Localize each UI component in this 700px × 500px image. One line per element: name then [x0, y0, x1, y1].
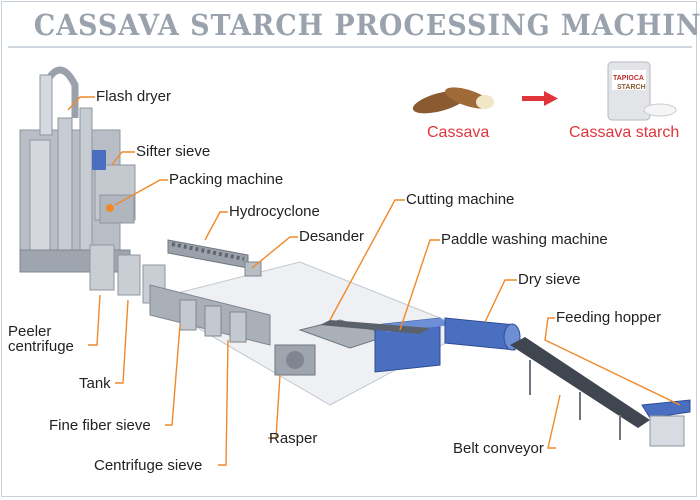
- tank-label: Tank: [79, 375, 111, 392]
- sieve-row: [149, 284, 271, 346]
- page-title: CASSAVA STARCH PROCESSING MACHINE: [33, 8, 700, 42]
- feeding-hopper-label: Feeding hopper: [556, 309, 662, 326]
- rasper-label: Rasper: [269, 430, 318, 447]
- flash-dryer-label: Flash dryer: [96, 88, 172, 105]
- packing-machine: [99, 194, 135, 224]
- leader-lines: [67, 96, 681, 466]
- dry-sieve-label: Dry sieve: [518, 271, 581, 288]
- desander-label: Desander: [299, 228, 365, 245]
- fine-fiber-sieve-label: Fine fiber sieve: [49, 417, 151, 434]
- conversion-arrow-icon: [522, 91, 558, 106]
- feeding-hopper-machine: [641, 399, 691, 447]
- belt-conveyor-machine: [510, 337, 650, 440]
- centrifuge-sieve-label: Centrifuge sieve: [94, 457, 203, 474]
- cassava-label: Cassava: [427, 124, 490, 141]
- packing-machine-label: Packing machine: [169, 171, 284, 188]
- cutting-machine-label: Cutting machine: [406, 191, 515, 208]
- peeler-centrifuge-label-line1: Peeler: [8, 323, 52, 340]
- cassava-starch-label: Cassava starch: [569, 124, 680, 141]
- cassava-roots-image: [412, 87, 494, 114]
- hydrocyclone-label: Hydrocyclone: [229, 203, 320, 220]
- bag-product-text: STARCH: [617, 84, 646, 91]
- title-divider: [8, 46, 692, 48]
- belt-conveyor-label: Belt conveyor: [453, 440, 544, 457]
- peeler-centrifuge-label-line2: centrifuge: [8, 338, 74, 355]
- cutting-conveyor: [320, 320, 430, 334]
- hydrocyclone-machine: [167, 239, 249, 269]
- rasper-machine: [274, 344, 316, 376]
- sifter-sieve-label: Sifter sieve: [136, 143, 211, 160]
- bag-brand-text: TAPIOCA: [613, 75, 644, 82]
- starch-bag-image: [607, 61, 677, 121]
- paddle-washing-machine-label: Paddle washing machine: [441, 231, 608, 248]
- desander-machine: [244, 261, 262, 277]
- dry-sieve-machine: [444, 317, 521, 351]
